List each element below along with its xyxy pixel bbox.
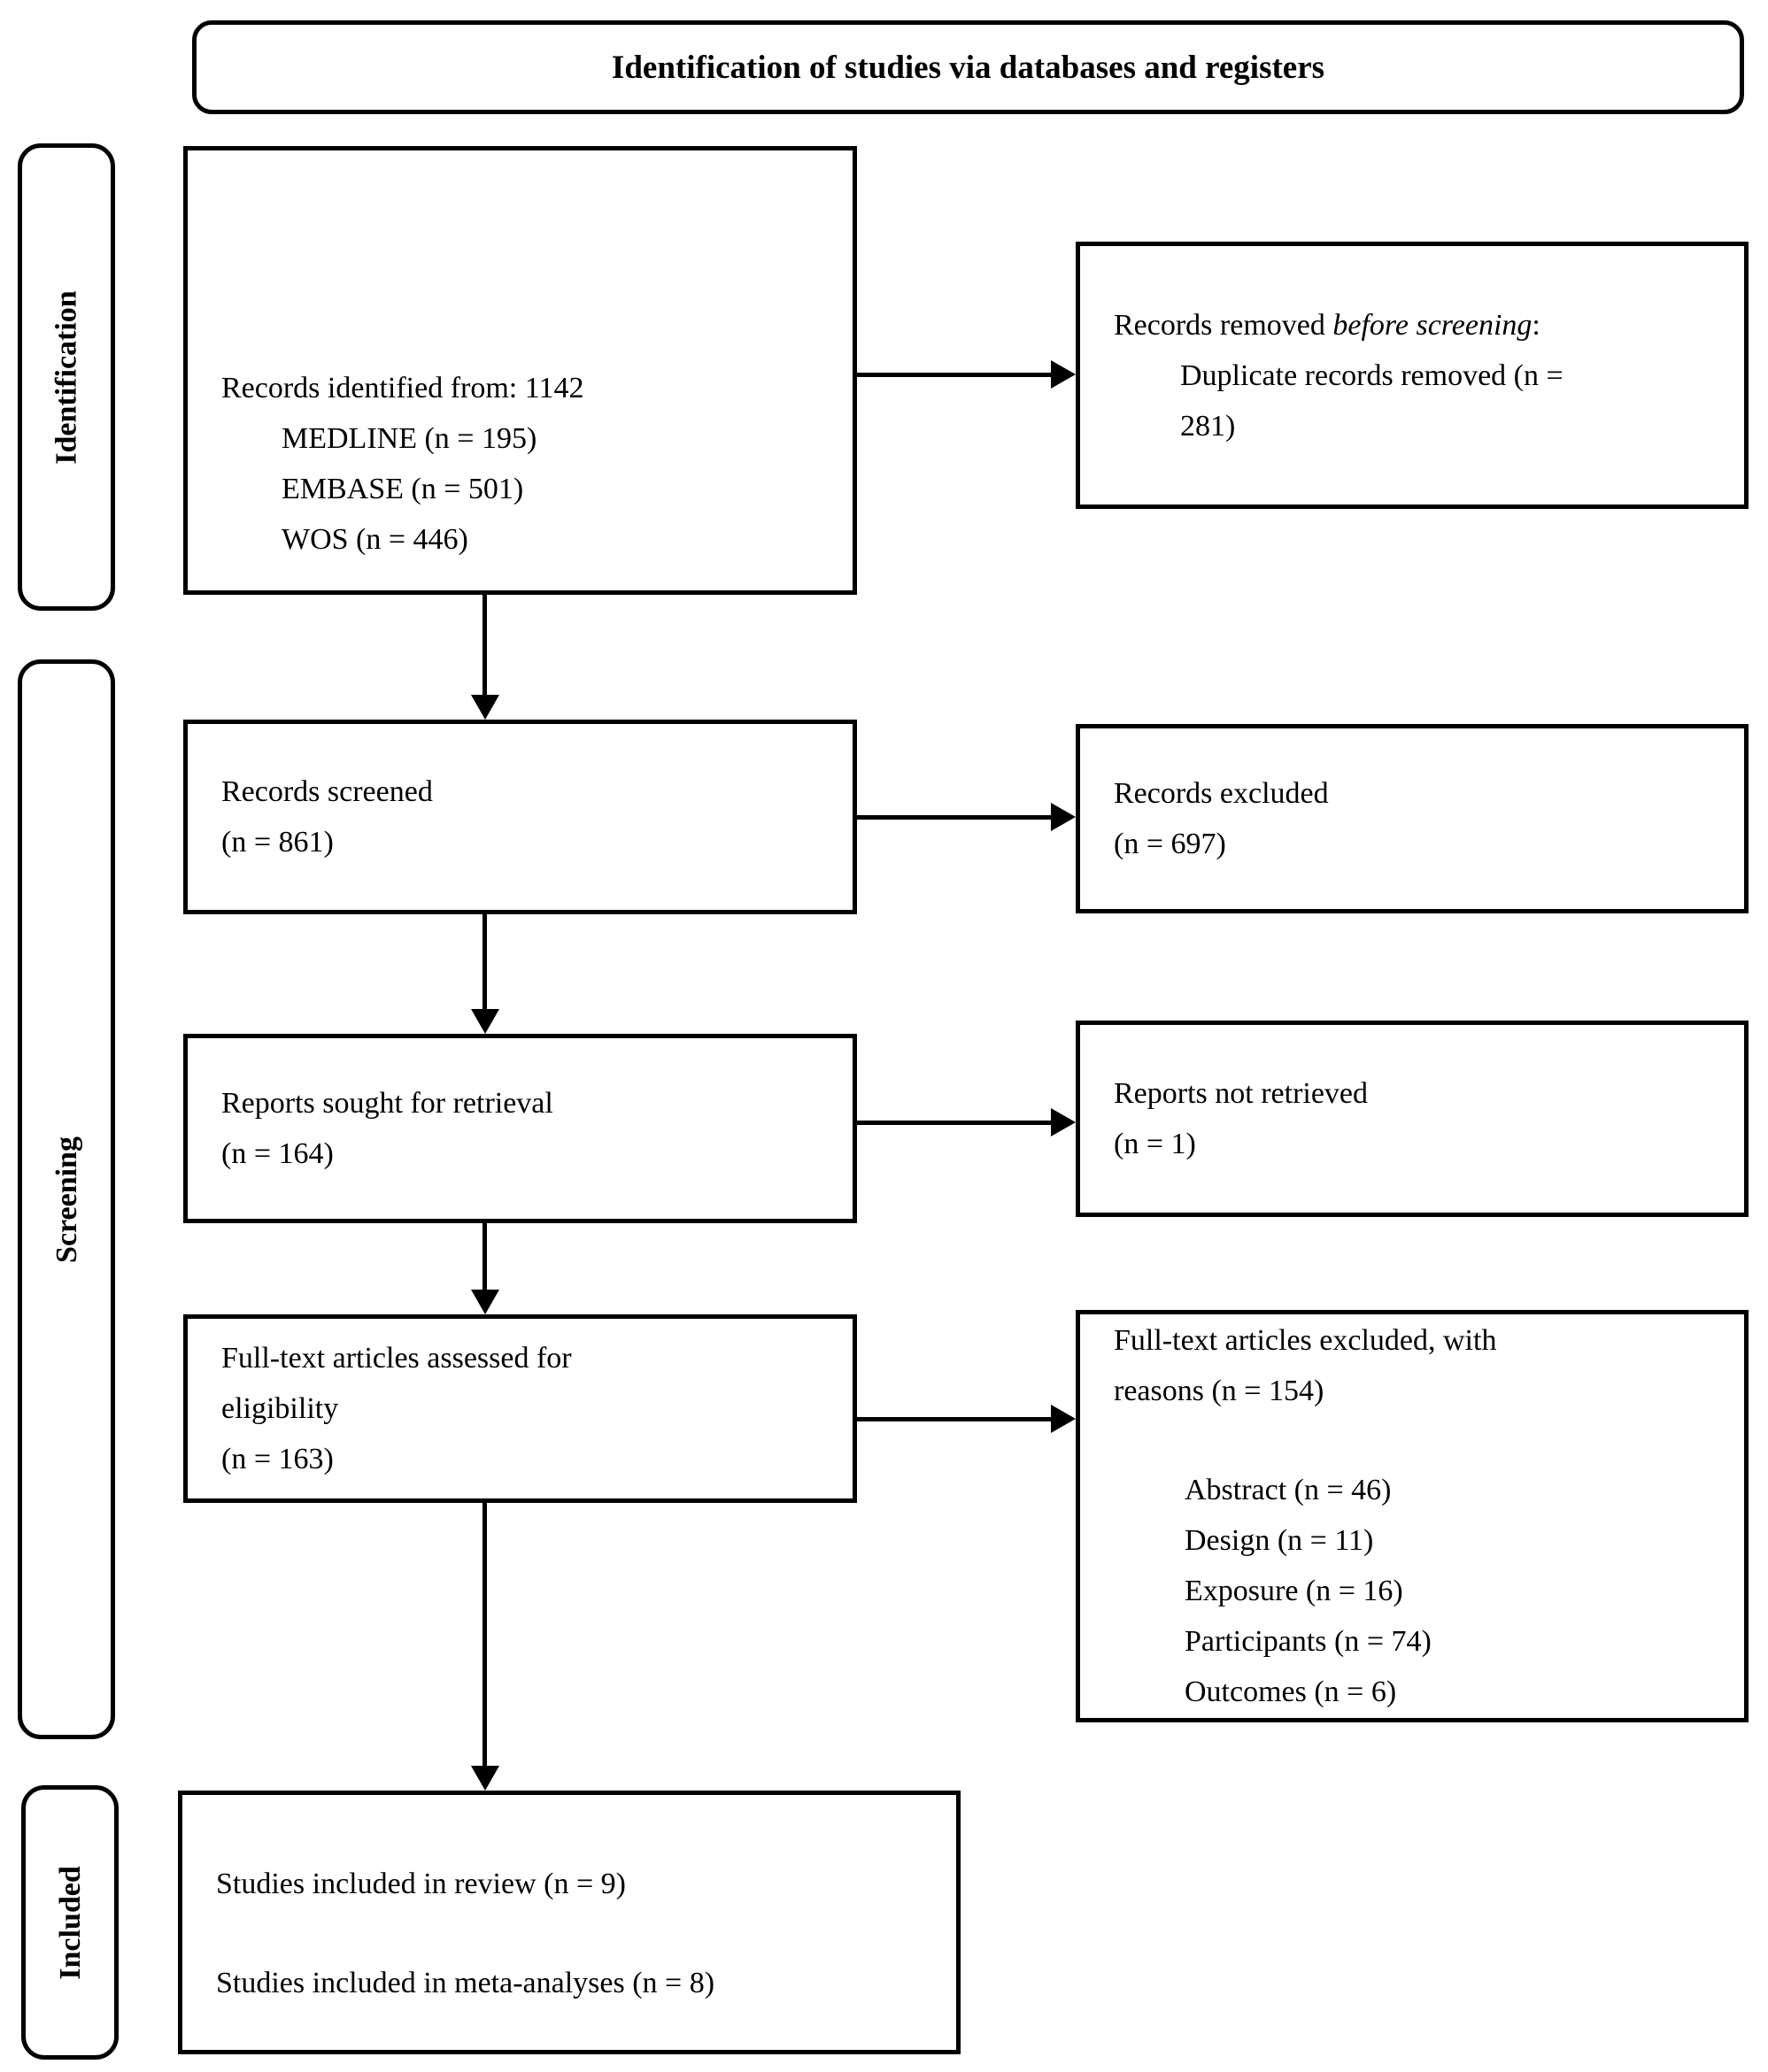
arrow-assessed-to-included-line xyxy=(483,1503,487,1766)
fulltext-excluded-reason-exposure: Exposure (n = 16) xyxy=(1185,1575,1403,1607)
stage-label-included-text: Included xyxy=(53,1865,87,1980)
records-identified-source-medline: MEDLINE (n = 195) xyxy=(282,422,537,455)
fulltext-excluded-header-2: reasons (n = 154) xyxy=(1114,1375,1324,1407)
records-excluded-line-1: Records excluded xyxy=(1114,777,1329,810)
arrow-assessed-to-excluded-line xyxy=(857,1417,1051,1421)
records-excluded-box: Records excluded (n = 697) xyxy=(1076,724,1749,913)
records-identified-source-wos: WOS (n = 446) xyxy=(282,523,468,556)
records-removed-emphasis: before screening xyxy=(1332,308,1533,342)
reports-sought-box: Reports sought for retrieval (n = 164) xyxy=(183,1034,857,1223)
arrow-sought-to-notretrieved-head xyxy=(1051,1108,1076,1136)
reports-not-retrieved-line-1: Reports not retrieved xyxy=(1114,1077,1369,1110)
fulltext-assessed-line-3: (n = 163) xyxy=(221,1443,334,1475)
arrow-screened-to-excluded-head xyxy=(1051,803,1076,831)
fulltext-assessed-line-2: eligibility xyxy=(221,1392,339,1425)
records-screened-box: Records screened (n = 861) xyxy=(183,720,857,914)
stage-label-identification: Identification xyxy=(18,143,115,611)
arrow-screened-to-sought-line xyxy=(483,914,487,1009)
arrow-assessed-to-excluded-head xyxy=(1051,1405,1076,1433)
reports-not-retrieved-box: Reports not retrieved (n = 1) xyxy=(1076,1021,1749,1217)
arrow-sought-to-assessed-head xyxy=(471,1290,499,1314)
reports-not-retrieved-line-2: (n = 1) xyxy=(1114,1128,1196,1160)
fulltext-assessed-line-1: Full-text articles assessed for xyxy=(221,1342,572,1375)
fulltext-excluded-header-1: Full-text articles excluded, with xyxy=(1114,1324,1497,1357)
fulltext-excluded-reason-outcomes: Outcomes (n = 6) xyxy=(1185,1675,1397,1708)
studies-included-meta: Studies included in meta-analyses (n = 8… xyxy=(216,1967,715,1999)
arrow-sought-to-notretrieved-line xyxy=(857,1121,1051,1125)
arrow-sought-to-assessed-line xyxy=(483,1223,487,1290)
studies-included-review: Studies included in review (n = 9) xyxy=(216,1868,626,1900)
stage-label-screening: Screening xyxy=(18,659,115,1739)
records-identified-source-embase: EMBASE (n = 501) xyxy=(282,473,524,505)
records-removed-header: Records removed before screening: xyxy=(1114,300,1728,350)
fulltext-excluded-reason-participants: Participants (n = 74) xyxy=(1185,1625,1432,1658)
arrow-assessed-to-included-head xyxy=(471,1766,499,1791)
stage-label-identification-text: Identification xyxy=(50,289,83,465)
title-text: Identification of studies via databases … xyxy=(611,49,1325,86)
reports-sought-line-1: Reports sought for retrieval xyxy=(221,1087,553,1120)
fulltext-assessed-box: Full-text articles assessed for eligibil… xyxy=(183,1314,857,1503)
fulltext-excluded-box: Full-text articles excluded, with reason… xyxy=(1076,1310,1749,1722)
arrow-screened-to-excluded-line xyxy=(857,815,1051,820)
records-screened-line-1: Records screened xyxy=(221,775,433,808)
records-removed-box: Records removed before screening: Duplic… xyxy=(1076,242,1749,509)
arrow-screened-to-sought-head xyxy=(471,1009,499,1034)
fulltext-excluded-reason-abstract: Abstract (n = 46) xyxy=(1185,1474,1392,1506)
stage-label-screening-text: Screening xyxy=(50,1136,83,1263)
arrow-identified-to-screened-head xyxy=(471,695,499,720)
arrow-identified-to-screened-line xyxy=(483,595,487,695)
records-identified-intro: Records identified from: 1142 xyxy=(221,372,584,404)
stage-label-included: Included xyxy=(21,1785,119,2060)
title-box: Identification of studies via databases … xyxy=(192,20,1744,114)
records-removed-suffix: : xyxy=(1532,308,1540,342)
records-removed-detail-2: 281) xyxy=(1180,409,1236,443)
records-excluded-line-2: (n = 697) xyxy=(1114,828,1226,860)
records-identified-box: Records identified from: 1142 MEDLINE (n… xyxy=(183,146,857,595)
records-screened-line-2: (n = 861) xyxy=(221,826,334,859)
records-removed-detail-1: Duplicate records removed (n = xyxy=(1180,358,1563,392)
records-removed-prefix: Records removed xyxy=(1114,308,1333,342)
studies-included-box: Studies included in review (n = 9) Studi… xyxy=(178,1791,961,2054)
reports-sought-line-2: (n = 164) xyxy=(221,1137,334,1170)
arrow-identified-to-removed-head xyxy=(1051,360,1076,389)
fulltext-excluded-reason-design: Design (n = 11) xyxy=(1185,1524,1374,1557)
arrow-identified-to-removed-line xyxy=(857,373,1051,377)
